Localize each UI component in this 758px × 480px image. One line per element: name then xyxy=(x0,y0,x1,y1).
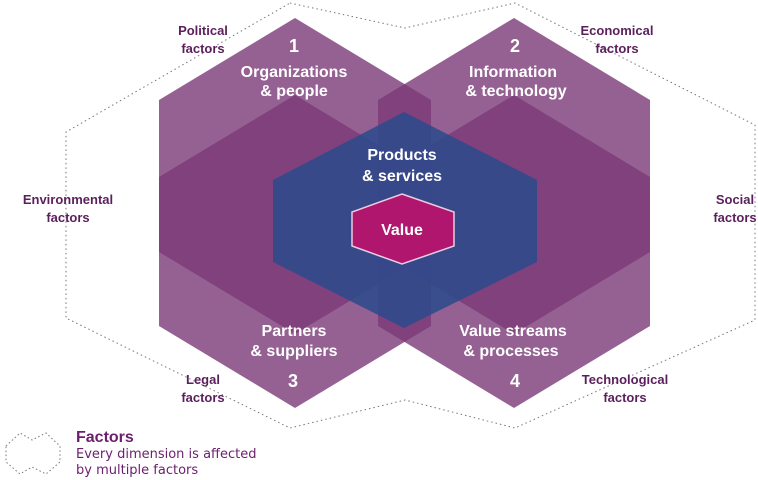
center-label-line1: Products xyxy=(367,147,436,164)
legend-factors-icon xyxy=(5,432,61,475)
center-label-line2: & services xyxy=(362,168,442,185)
dimension-2-label-line1: Information xyxy=(469,64,557,81)
dimension-4-label-line2: & processes xyxy=(463,343,558,360)
factor-political-line1: Political xyxy=(178,23,228,38)
factor-economical-line2: factors xyxy=(595,41,638,56)
hexagon-value xyxy=(351,193,455,265)
dimension-2-number: 2 xyxy=(510,36,520,56)
dimension-3-label-line2: & suppliers xyxy=(250,343,337,360)
factor-legal-line2: factors xyxy=(181,390,224,405)
dimension-1-label-line2: & people xyxy=(260,83,328,100)
dimension-4-label-line1: Value streams xyxy=(459,323,567,340)
dimension-3-number: 3 xyxy=(288,371,298,391)
legend-title: Factors xyxy=(76,429,134,446)
dimension-2-label-line2: & technology xyxy=(465,83,566,100)
dimension-3-label-line1: Partners xyxy=(262,323,327,340)
factor-technological-line1: Technological xyxy=(582,372,668,387)
dimension-1-number: 1 xyxy=(289,36,299,56)
legend-description-line1: Every dimension is affected xyxy=(76,447,256,462)
factor-environmental-line2: factors xyxy=(46,210,89,225)
factor-political-line2: factors xyxy=(181,41,224,56)
factor-technological-line2: factors xyxy=(603,390,646,405)
factor-environmental-line1: Environmental xyxy=(23,192,113,207)
legend-description-line2: by multiple factors xyxy=(76,463,198,478)
dimension-1-label-line1: Organizations xyxy=(241,64,348,81)
factor-social-line2: factors xyxy=(713,210,756,225)
dimension-4-number: 4 xyxy=(510,371,520,391)
value-label: Value xyxy=(381,222,423,239)
factor-economical-line1: Economical xyxy=(581,23,654,38)
factor-legal-line1: Legal xyxy=(186,372,220,387)
factor-social-line1: Social xyxy=(716,192,754,207)
